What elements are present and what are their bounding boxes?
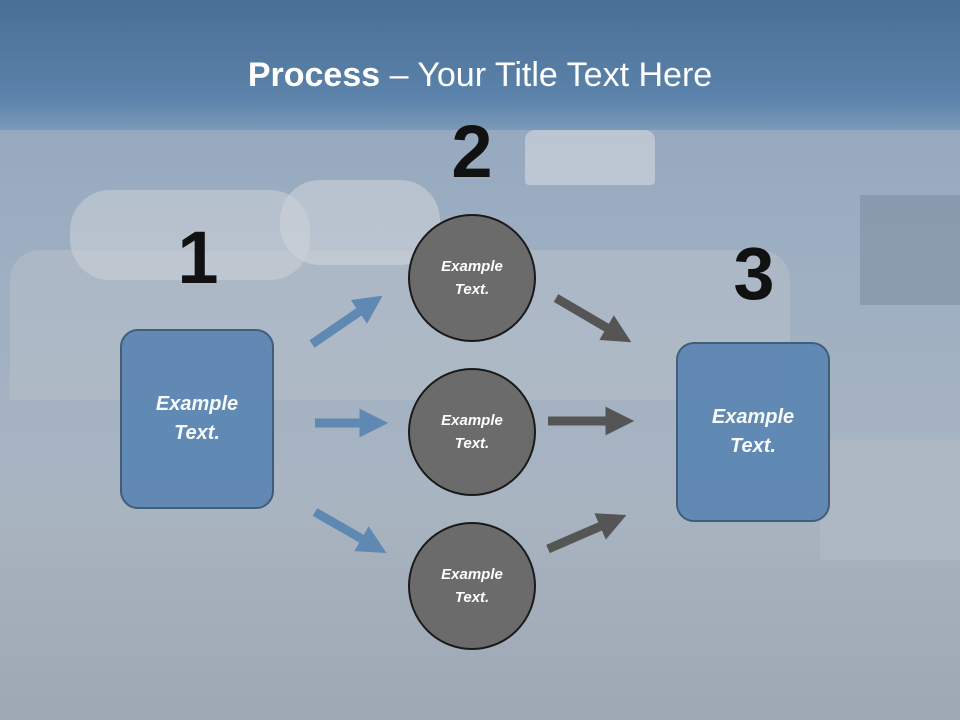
circle-middle-text: Example Text. xyxy=(441,412,503,452)
circle-bottom: Example Text. xyxy=(408,522,536,650)
arrow-bottom-to-right xyxy=(546,513,627,554)
arrow-left-to-bottom xyxy=(312,508,387,554)
left-box-text: Example Text. xyxy=(155,393,239,444)
left-box: Example Text. xyxy=(120,329,274,509)
title-rest: – Your Title Text Here xyxy=(380,56,713,94)
step-number-3: 3 xyxy=(733,232,775,315)
circle-top-text: Example Text. xyxy=(441,258,503,298)
title-bold: Process xyxy=(247,56,381,94)
circle-bottom-text: Example Text. xyxy=(441,566,503,606)
arrow-left-to-top xyxy=(309,295,383,348)
step-number-1: 1 xyxy=(177,216,219,299)
circle-top: Example Text. xyxy=(408,214,536,342)
right-box: Example Text. xyxy=(676,342,830,522)
arrow-top-to-right xyxy=(553,294,632,343)
right-box-text: Example Text. xyxy=(711,406,795,457)
circle-middle: Example Text. xyxy=(408,368,536,496)
slide-title: Process – Your Title Text Here xyxy=(0,52,960,98)
step-number-2: 2 xyxy=(451,110,493,193)
title-band xyxy=(0,0,960,130)
